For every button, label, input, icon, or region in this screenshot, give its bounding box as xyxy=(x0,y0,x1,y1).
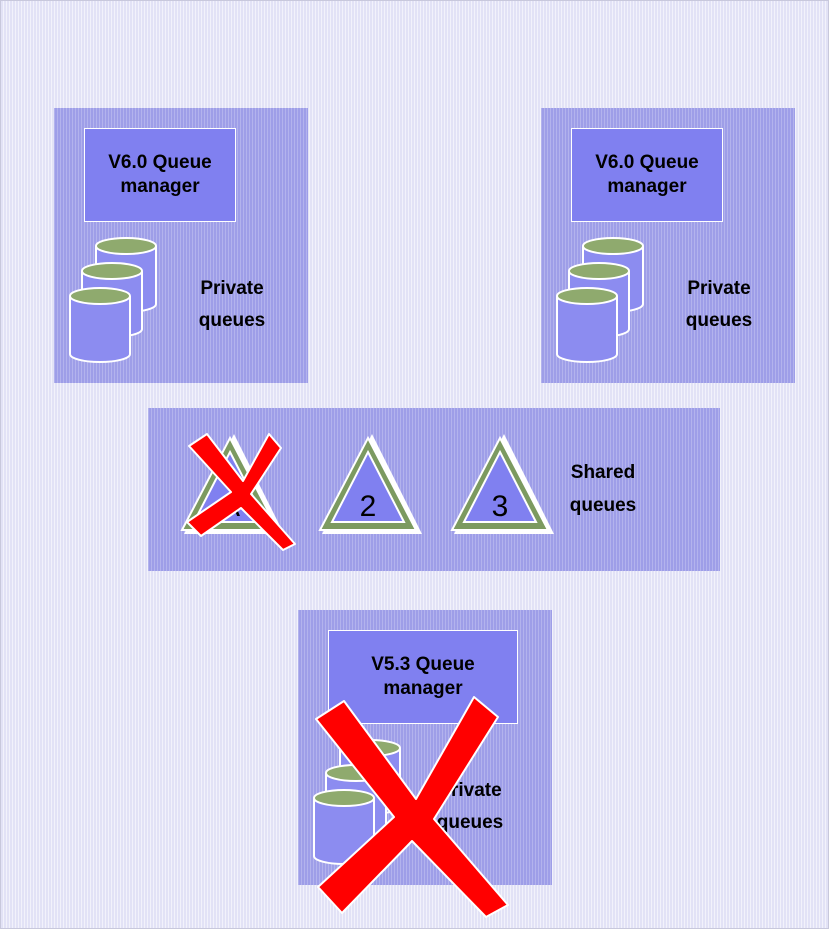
private-queue-cylinders-icon xyxy=(69,237,157,363)
queue-manager-panel-1: V6.0 Queue manager Private queues xyxy=(54,108,308,383)
private-queue-cylinders-icon xyxy=(556,237,644,363)
private-queues-label: Private queues xyxy=(436,780,504,833)
shared-queue-triangle-2: 2 xyxy=(318,434,422,534)
queue-manager-panel-3: V5.3 Queue manager Private queues xyxy=(298,610,552,885)
queue-manager-box: V6.0 Queue manager xyxy=(571,128,723,222)
queue-manager-box: V6.0 Queue manager xyxy=(84,128,236,222)
shared-queue-triangle-a: A xyxy=(180,434,284,534)
shared-queue-triangle-3: 3 xyxy=(450,434,554,534)
shared-queue-label: 3 xyxy=(492,490,509,523)
private-queues-label: Private queues xyxy=(685,278,753,331)
shared-queue-label: 2 xyxy=(360,490,377,523)
private-queues-label: Private queues xyxy=(198,278,266,331)
queue-manager-box: V5.3 Queue manager xyxy=(328,630,518,724)
shared-queues-panel: A 2 3 Shared queues xyxy=(148,408,720,571)
queue-manager-panel-2: V6.0 Queue manager Private queues xyxy=(541,108,795,383)
private-queue-cylinders-icon xyxy=(313,739,401,865)
shared-queues-label: Shared queues xyxy=(569,462,637,516)
shared-queue-label: A xyxy=(220,490,240,523)
